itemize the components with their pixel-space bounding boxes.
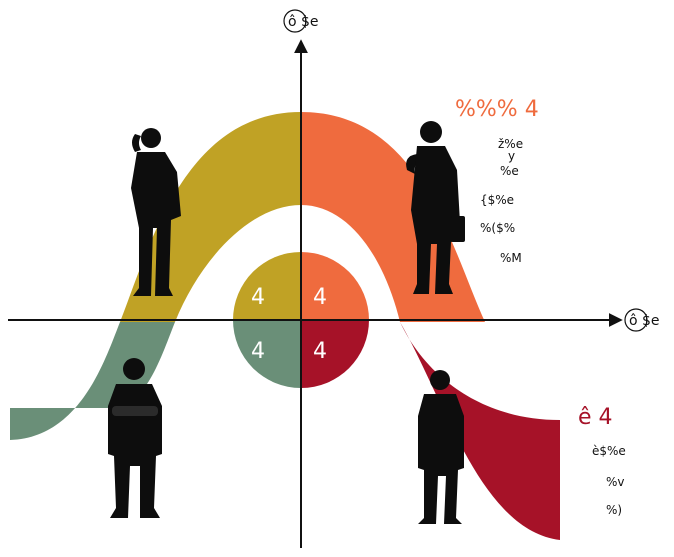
circle-bottom-left (233, 320, 301, 388)
bottom-right-lines: è$%e %v %) (592, 444, 626, 517)
y-axis-label-group: ô $e (283, 9, 319, 33)
top-right-lines: ž%e y %e {$%e %($% %M (480, 137, 523, 265)
top-right-line: %M (500, 251, 522, 265)
bottom-right-line: %v (606, 475, 625, 489)
band-sage-segment (10, 322, 175, 440)
businessman-briefcase-icon (406, 121, 465, 294)
quadrant-number-top-left: 4 (251, 285, 265, 310)
circle-top-right (301, 252, 369, 320)
businessman-standing-icon (418, 370, 464, 524)
top-right-line: ž%e (498, 137, 523, 151)
x-axis-label: ô $e (629, 313, 660, 329)
y-axis-label: ô $e (288, 14, 319, 30)
circle-bottom-right (301, 320, 369, 388)
top-right-line: %($% (480, 221, 515, 235)
quadrant-number-top-right: 4 (313, 285, 327, 310)
businessman-phone-icon (131, 128, 181, 296)
bottom-right-title: ê 4 (578, 405, 613, 430)
top-right-line: y (508, 149, 515, 163)
top-right-line: {$%e (480, 193, 514, 207)
x-axis-label-group: ô $e (624, 308, 660, 332)
circle-top-left (233, 252, 301, 320)
quadrant-number-bottom-right: 4 (313, 339, 327, 364)
bottom-right-line: è$%e (592, 444, 626, 458)
quadrant-number-bottom-left: 4 (251, 339, 265, 364)
bottom-right-line: %) (606, 503, 622, 517)
top-right-line: %e (500, 164, 519, 178)
businessman-arms-crossed-icon (108, 358, 162, 518)
top-right-title: %%% 4 (455, 97, 539, 122)
